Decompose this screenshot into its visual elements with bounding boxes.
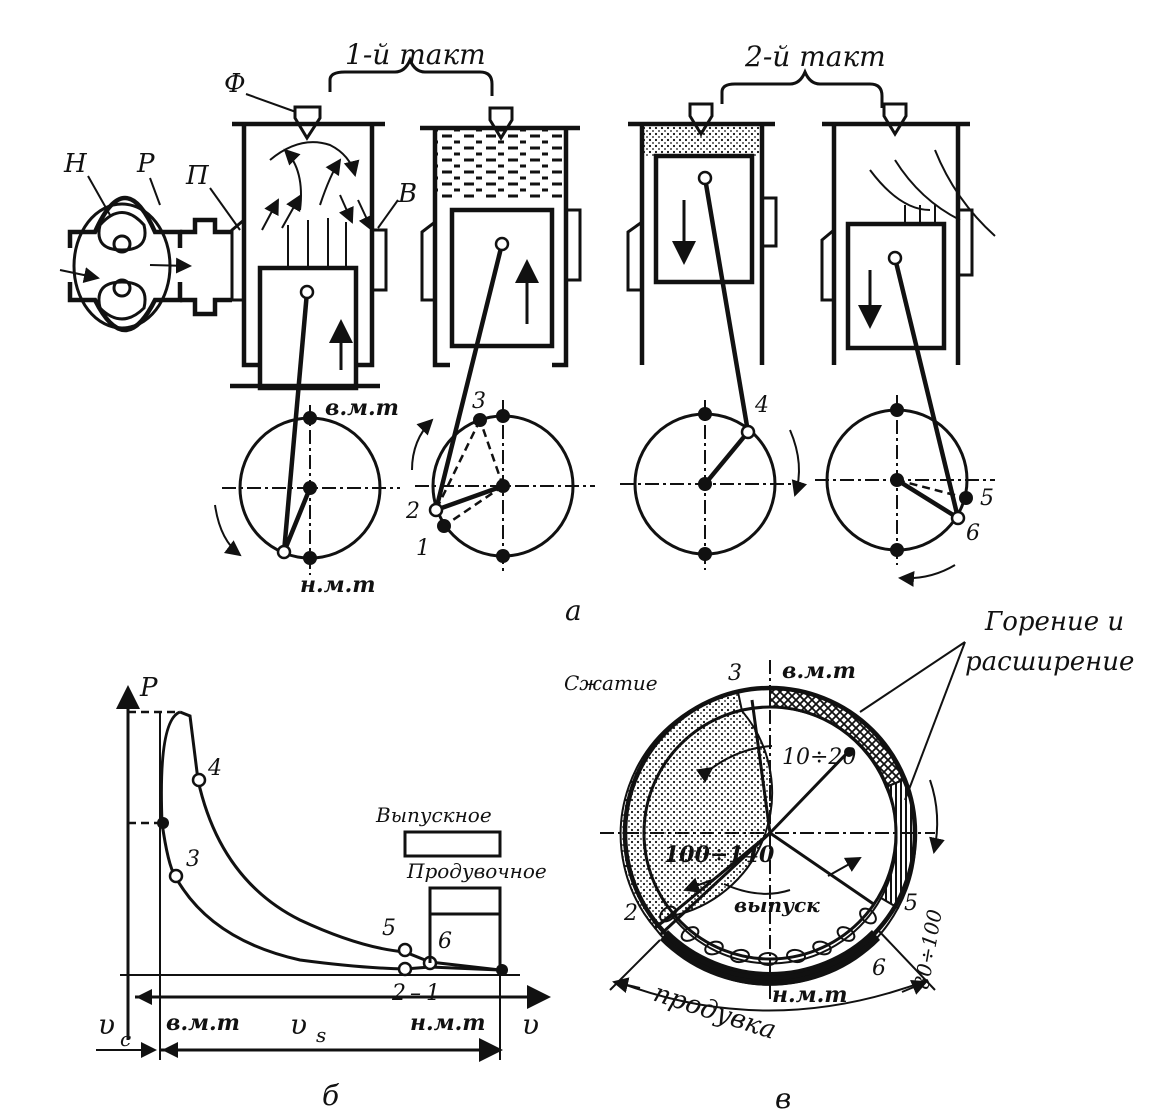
part-a-cylinders: 1-й такт 2-й такт Н Р П xyxy=(59,38,996,627)
pv-nmt: н.м.т xyxy=(410,1010,486,1036)
pv-pt1: 1 xyxy=(426,981,440,1006)
stroke2-label: 2-й такт xyxy=(744,40,886,73)
timing-angle-left: 100÷140 xyxy=(664,842,775,868)
timing-pt2: 2 xyxy=(623,901,638,926)
fig-label-v: в xyxy=(775,1082,791,1115)
timing-pt5: 5 xyxy=(904,891,918,916)
cylinder-1: Ф В xyxy=(224,69,417,553)
pv-pt4: 4 xyxy=(207,756,222,781)
crank4-pt6: 6 xyxy=(966,521,980,546)
pv-vc-sub: c xyxy=(120,1027,131,1051)
pv-pt2: 2 xyxy=(391,981,406,1006)
label-V: В xyxy=(397,179,417,209)
timing-angle-top: 10÷20 xyxy=(782,745,856,770)
pv-sep: – xyxy=(410,981,421,1006)
crank-2: 3 2 1 xyxy=(405,389,595,572)
crank2-pt1: 1 xyxy=(416,536,430,561)
pv-vs-sub: s xyxy=(316,1023,326,1047)
timing-scavenging: продувка xyxy=(650,978,780,1046)
cylinder-2 xyxy=(420,106,582,511)
part-b-pv-diagram: P 4 3 5 6 2 – 1 Выпускное Продувочное в.… xyxy=(96,673,551,1112)
crank2-pt3: 3 xyxy=(472,389,486,414)
crank2-pt2: 2 xyxy=(405,499,420,524)
cylinder-4 xyxy=(820,102,996,519)
cylinder-3 xyxy=(626,102,778,433)
pv-exhaust-label: Выпускное xyxy=(375,803,492,827)
timing-exhaust: выпуск xyxy=(734,893,820,917)
part-v-timing-diagram: Горение и расширение Сжатие 3 в.м.т 10÷2… xyxy=(564,607,1134,1115)
timing-nmt: н.м.т xyxy=(772,982,848,1008)
timing-vmt: в.м.т xyxy=(782,658,856,684)
label-F: Ф xyxy=(224,69,246,99)
pv-vs: υ xyxy=(290,1008,307,1041)
pv-p-axis: P xyxy=(139,673,158,703)
blower: Н Р П xyxy=(59,149,241,333)
label-H: Н xyxy=(63,149,88,179)
label-P: П xyxy=(185,161,210,191)
compression-label: Сжатие xyxy=(564,671,658,695)
timing-pt3: 3 xyxy=(728,661,742,686)
timing-pt6: 6 xyxy=(872,956,886,981)
crank3-pt4: 4 xyxy=(754,393,769,418)
pv-pt5: 5 xyxy=(382,916,396,941)
crank-4: 5 6 xyxy=(815,395,995,587)
combustion-label-1: Горение и xyxy=(984,607,1124,637)
stroke1-label: 1-й такт xyxy=(345,38,486,71)
stroke2-brace xyxy=(720,68,884,108)
timing-angle-right: 80÷100 xyxy=(909,907,947,991)
crank1-nmt: н.м.т xyxy=(300,572,376,598)
combustion-label-2: расширение xyxy=(965,647,1134,677)
fig-label-b: б xyxy=(322,1079,340,1112)
injector-1 xyxy=(293,105,322,141)
pv-vc: υ xyxy=(98,1008,115,1041)
pv-v-axis: υ xyxy=(522,1008,539,1041)
pv-scavenge-label: Продувочное xyxy=(406,859,547,883)
pv-pt3: 3 xyxy=(186,847,200,872)
crank4-pt5: 5 xyxy=(980,486,994,511)
fig-label-a: а xyxy=(565,594,582,627)
crank-1: в.м.т н.м.т xyxy=(214,395,400,598)
stroke1-brace xyxy=(328,56,494,96)
pv-vmt: в.м.т xyxy=(166,1010,240,1036)
crank-3: 4 xyxy=(620,393,808,570)
pv-pt6: 6 xyxy=(438,929,452,954)
label-R: Р xyxy=(136,149,155,179)
crank1-vmt: в.м.т xyxy=(325,395,399,421)
